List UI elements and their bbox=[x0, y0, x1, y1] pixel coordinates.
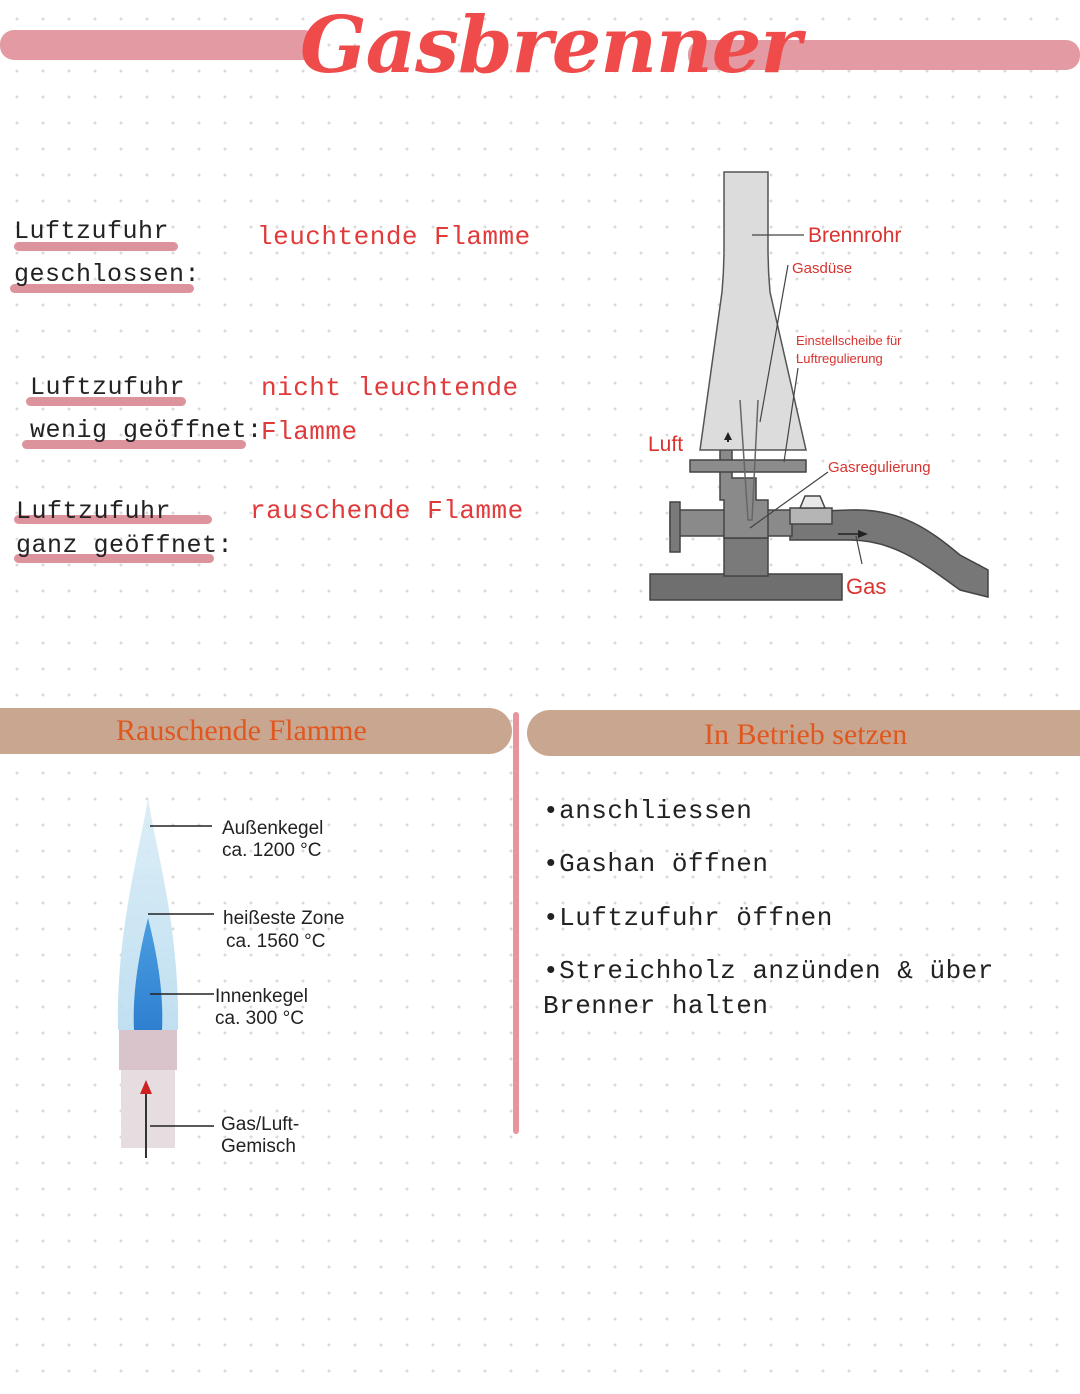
start-section-heading: In Betrieb setzen bbox=[704, 718, 908, 751]
regulator-knob bbox=[798, 495, 827, 509]
section-divider bbox=[513, 712, 519, 1134]
highlight bbox=[14, 515, 212, 524]
air-state-1-label-1: Luftzufuhr bbox=[14, 217, 170, 246]
page-title: Gasbrenner bbox=[300, 0, 801, 91]
burner-mouth bbox=[119, 1030, 177, 1070]
label-gasregulierung: Gasregulierung bbox=[828, 459, 931, 476]
air-state-2-flame-2: Flamme bbox=[261, 417, 358, 447]
air-state-2-label-1: Luftzufuhr bbox=[30, 373, 186, 402]
innen-label-1: Innenkegel bbox=[215, 986, 308, 1007]
innen-label-2: ca. 300 °C bbox=[215, 1008, 304, 1029]
step-2: •Gashan öffnen bbox=[543, 849, 769, 879]
flame-diagram: Außenkegel ca. 1200 °C heißeste Zone ca.… bbox=[117, 798, 344, 1158]
label-luft: Luft bbox=[648, 433, 683, 456]
air-state-2-flame-1: nicht leuchtende bbox=[261, 373, 519, 403]
burner-base bbox=[649, 573, 843, 601]
highlight bbox=[26, 397, 186, 406]
inner-cone bbox=[133, 918, 163, 1030]
air-state-3-label-2: ganz geöffnet: bbox=[16, 531, 234, 560]
gas-hose bbox=[789, 509, 989, 598]
step-4-line-1: •Streichholz anzünden & über bbox=[543, 956, 994, 986]
title-bar-right bbox=[688, 40, 1080, 70]
air-state-1-flame: leuchtende Flamme bbox=[257, 222, 531, 252]
label-einstellscheibe-2: Luftregulierung bbox=[796, 351, 883, 366]
gas-flow-arrow bbox=[140, 1080, 152, 1094]
heiss-label-1: heißeste Zone bbox=[223, 908, 344, 929]
highlight bbox=[22, 440, 246, 449]
burner-stem bbox=[723, 537, 769, 577]
highlight bbox=[14, 242, 178, 251]
aussen-label-1: Außenkegel bbox=[222, 818, 323, 839]
air-state-3-flame: rauschende Flamme bbox=[250, 496, 524, 526]
heiss-label-2: ca. 1560 °C bbox=[226, 931, 326, 952]
aussen-label-2: ca. 1200 °C bbox=[222, 840, 322, 861]
air-state-3-label-1: Luftzufuhr bbox=[16, 497, 172, 526]
gas-regulator bbox=[789, 507, 833, 525]
valve-knob bbox=[669, 501, 681, 553]
gemisch-label-2: Gemisch bbox=[221, 1136, 296, 1157]
title-bar-left bbox=[0, 30, 318, 60]
flame-section-banner bbox=[0, 708, 512, 754]
label-einstellscheibe-1: Einstellscheibe für bbox=[796, 333, 902, 348]
burner-tube bbox=[699, 171, 807, 451]
gemisch-label-1: Gas/Luft- bbox=[221, 1114, 299, 1135]
step-4-line-2: Brenner halten bbox=[543, 991, 769, 1021]
burner-tube bbox=[121, 1070, 175, 1148]
air-state-1-label-2: geschlossen: bbox=[14, 260, 201, 289]
gas-nozzle bbox=[739, 399, 759, 521]
air-state-2-label-2: wenig geöffnet: bbox=[30, 416, 263, 445]
flame-section-heading: Rauschende Flamme bbox=[116, 714, 367, 747]
label-brennrohr: Brennrohr bbox=[808, 224, 901, 247]
regulation-disk bbox=[689, 459, 807, 473]
highlight bbox=[14, 554, 214, 563]
step-1: •anschliessen bbox=[543, 796, 753, 826]
start-section-banner bbox=[527, 710, 1080, 756]
bunsen-burner-diagram: Brennrohr Gasdüse Einstellscheibe für Lu… bbox=[648, 171, 989, 601]
step-3: •Luftzufuhr öffnen bbox=[543, 903, 833, 933]
highlight bbox=[10, 284, 194, 293]
label-gasduese: Gasdüse bbox=[792, 260, 852, 277]
label-gas: Gas bbox=[846, 574, 886, 599]
